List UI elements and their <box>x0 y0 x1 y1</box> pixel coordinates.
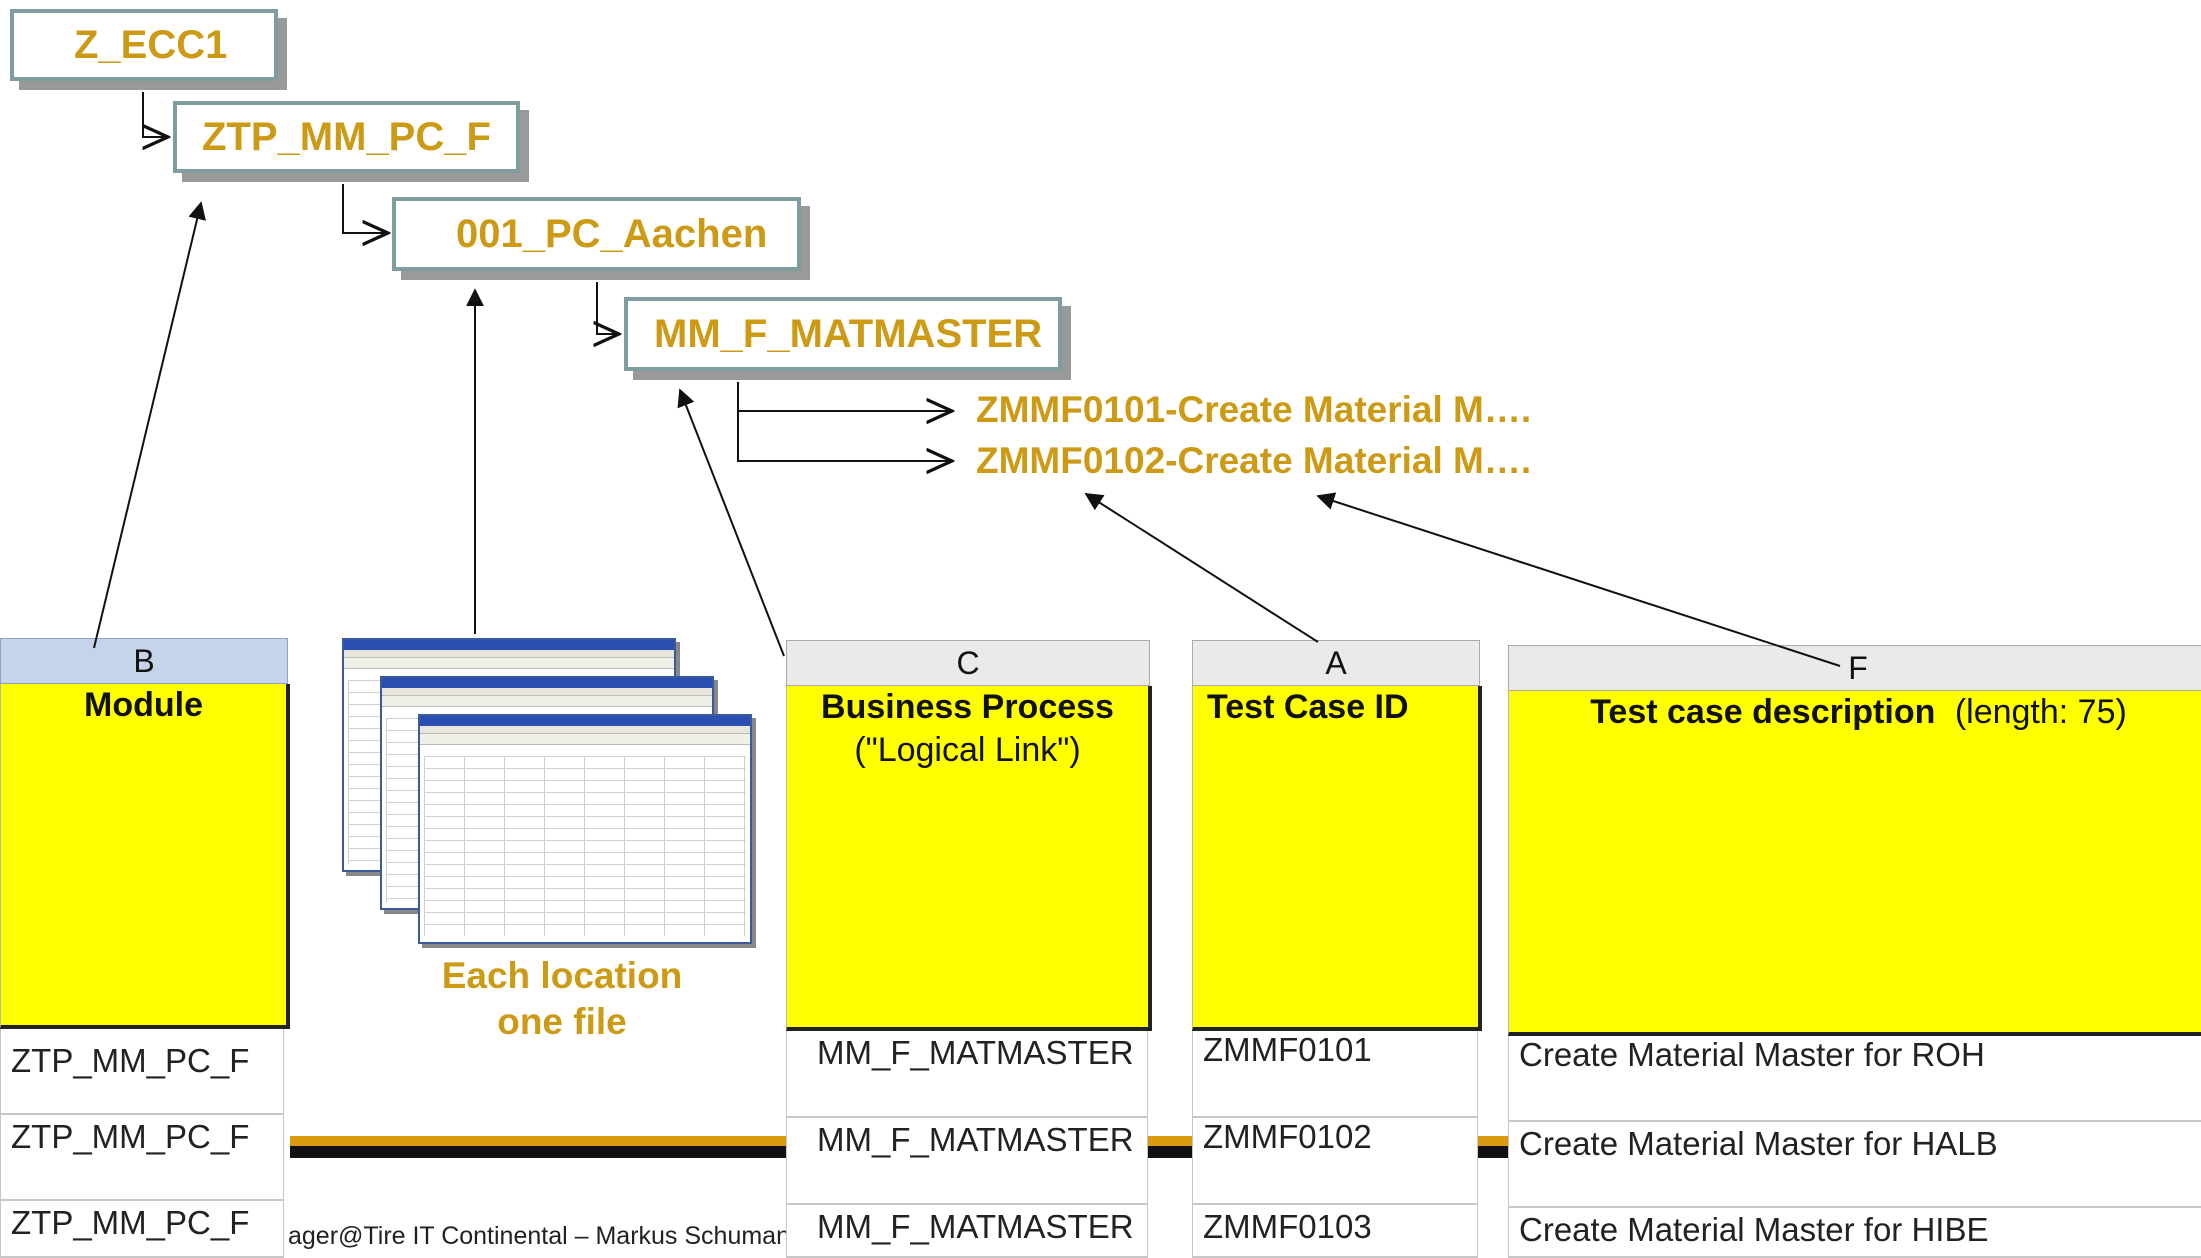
module-cell-2: ZTP_MM_PC_F <box>0 1115 284 1201</box>
business-process-cell-2: MM_F_MATMASTER <box>786 1118 1148 1205</box>
elbow-level3-to-leaf1 <box>737 382 952 411</box>
elbow-level2-to-level3 <box>597 282 619 334</box>
footer-text: ager@Tire IT Continental – Markus Schuma… <box>288 1222 804 1250</box>
header-description: Test case description (length: 75) <box>1508 691 2201 1036</box>
tree-node-root-label: Z_ECC1 <box>74 22 228 67</box>
header-test-case-id: Test Case ID <box>1192 686 1482 1031</box>
header-test-case-id-label: Test Case ID <box>1207 688 1409 726</box>
tree-node-root: Z_ECC1 <box>10 9 278 81</box>
header-description-label: Test case description <box>1590 693 1936 731</box>
tree-node-level2-label: 001_PC_Aachen <box>456 211 768 256</box>
tree-node-level1-label: ZTP_MM_PC_F <box>202 114 491 159</box>
description-cell-1: Create Material Master for ROH <box>1508 1036 2201 1122</box>
files-caption-line2: one file <box>497 1001 627 1042</box>
spreadsheet-files-stack <box>342 638 762 948</box>
tree-leaf-1: ZMMF0101-Create Material M…. <box>976 389 1532 430</box>
test-case-id-cell-1: ZMMF0101 <box>1192 1031 1478 1118</box>
tree-node-level3: MM_F_MATMASTER <box>624 297 1062 371</box>
tree-node-level3-label: MM_F_MATMASTER <box>654 311 1043 356</box>
arrow-test-case-id-to-leaf2 <box>1084 493 1319 643</box>
test-case-id-cell-3: ZMMF0103 <box>1192 1205 1478 1258</box>
header-module: Module <box>0 684 290 1029</box>
description-cell-2: Create Material Master for HALB <box>1508 1122 2201 1208</box>
business-process-cell-1: MM_F_MATMASTER <box>786 1031 1148 1118</box>
column-letter-f: F <box>1508 645 2201 691</box>
elbow-level3-to-leaf2 <box>737 411 952 461</box>
column-letter-a: A <box>1192 640 1480 686</box>
header-description-note: (length: 75) <box>1954 693 2127 731</box>
column-letter-b: B <box>0 638 288 684</box>
business-process-cell-3: MM_F_MATMASTER <box>786 1205 1148 1258</box>
header-business-process-sublabel: ("Logical Link") <box>854 731 1081 769</box>
column-letter-c: C <box>786 640 1150 686</box>
header-module-label: Module <box>84 686 203 724</box>
files-caption-line1: Each location <box>441 955 683 996</box>
tree-node-level1: ZTP_MM_PC_F <box>173 101 520 173</box>
test-case-id-cell-2: ZMMF0102 <box>1192 1118 1478 1205</box>
arrow-module-to-level1 <box>93 201 206 649</box>
header-business-process: Business Process ("Logical Link") <box>786 686 1152 1031</box>
module-cell-1: ZTP_MM_PC_F <box>0 1029 284 1115</box>
arrow-business-process-to-level3 <box>677 388 785 657</box>
header-description-label-group: Test case description (length: 75) <box>1509 693 2201 732</box>
elbow-root-to-level1 <box>142 92 168 137</box>
spreadsheet-file-thumbnail <box>418 714 752 944</box>
header-business-process-label: Business Process <box>821 688 1114 726</box>
elbow-level1-to-level2 <box>342 184 388 233</box>
files-caption: Each location one file <box>420 955 704 1043</box>
module-cell-3: ZTP_MM_PC_F <box>0 1201 284 1258</box>
tree-leaf-2: ZMMF0102-Create Material M…. <box>976 440 1532 481</box>
tree-node-level2: 001_PC_Aachen <box>392 197 801 271</box>
description-cell-3: Create Material Master for HIBE <box>1508 1208 2201 1258</box>
